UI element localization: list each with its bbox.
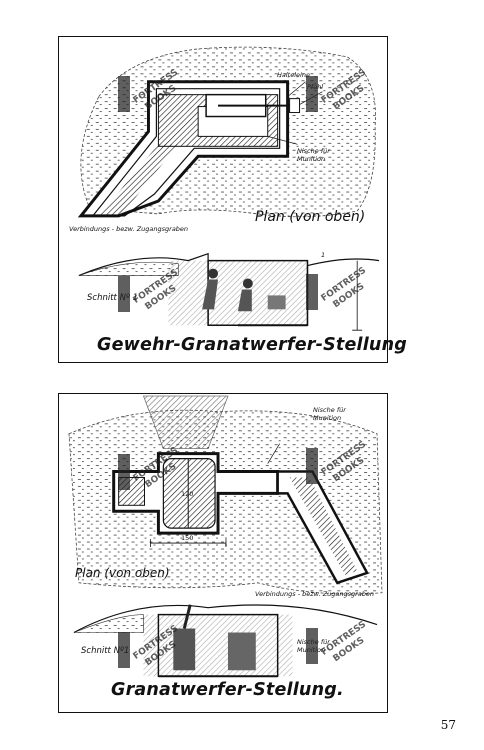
- label-plan-bottom: Plan (von oben): [75, 566, 170, 580]
- figure-grenade-launcher-position: Nische für Munition 120 150 Plan (von ob…: [58, 393, 388, 713]
- label-section-mark: 1: [321, 251, 326, 259]
- page-number: 57: [440, 718, 456, 732]
- label-section: Schnitt Nº 1: [87, 293, 139, 303]
- label-holding-rope: Halteleine: [277, 71, 310, 79]
- label-ammo-niche: Nische für Munition: [297, 147, 330, 163]
- dimension-width: 150: [181, 534, 194, 542]
- label-ammo-niche-top: Nische für Munition: [313, 406, 346, 422]
- plan-drawing-rifle-grenade: [77, 46, 380, 331]
- dimension-inner: 120: [181, 490, 194, 498]
- figure-title-bottom: Granatwerfer-Stellung.: [111, 680, 344, 700]
- plan-drawing-grenade-launcher: [68, 395, 383, 678]
- figure-rifle-grenade-position: Halteleine Pfahl Nische für Munition Ver…: [58, 36, 407, 363]
- label-section-bottom: Schnitt Nº1: [81, 646, 130, 656]
- label-trench: Verbindungs - bezw. Zugangsgraben: [69, 225, 189, 233]
- figure-title-top: Gewehr-Granatwerfer-Stellung: [97, 335, 407, 355]
- label-trench-bottom: Verbindungs - bezw. Zugangsgraben: [255, 590, 375, 598]
- label-plan-top: Plan (von oben): [255, 209, 366, 225]
